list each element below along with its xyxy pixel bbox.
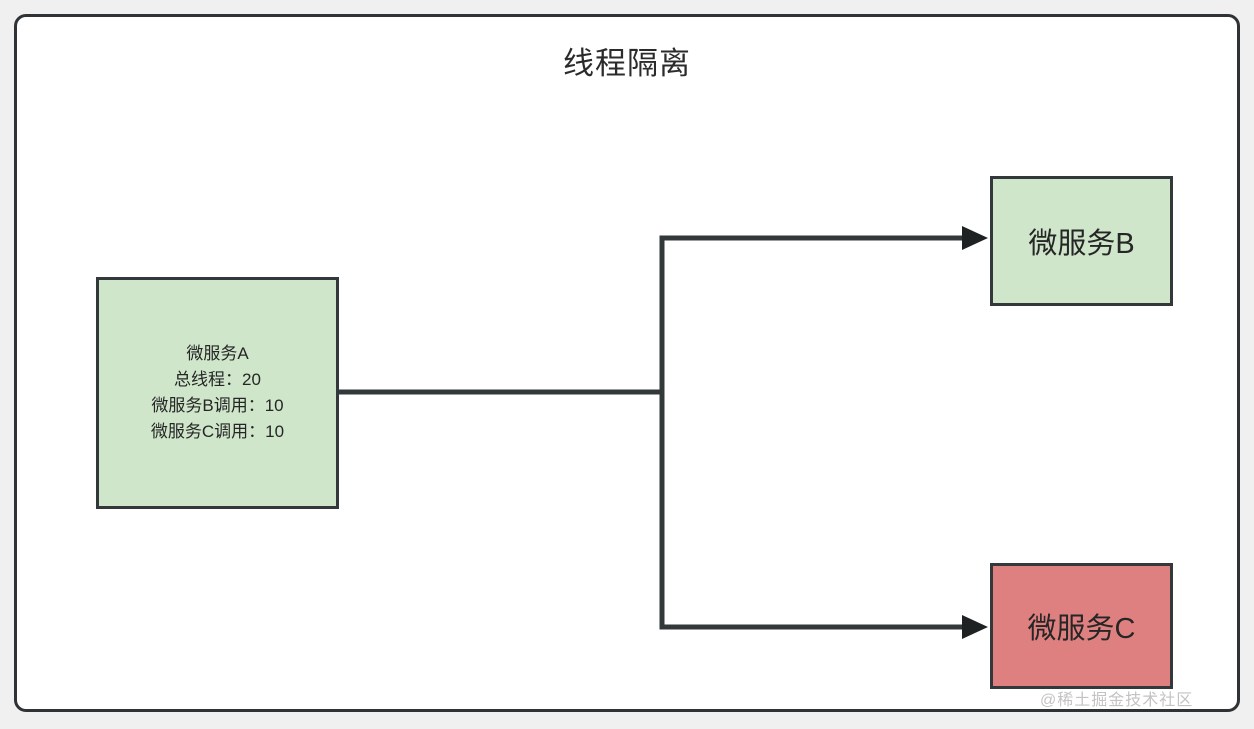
node-c-label: 微服务C xyxy=(1027,613,1136,645)
node-a-label-block: 微服务A 总线程：20 微服务B调用：10 微服务C调用：10 xyxy=(151,341,284,445)
node-a-line-1: 微服务A xyxy=(186,344,249,363)
node-microservice-c[interactable]: 微服务C xyxy=(990,563,1173,689)
node-a-line-2: 总线程：20 xyxy=(174,370,261,389)
node-b-label: 微服务B xyxy=(1028,228,1135,260)
page-title: 线程隔离 xyxy=(563,46,691,81)
node-microservice-a[interactable]: 微服务A 总线程：20 微服务B调用：10 微服务C调用：10 xyxy=(96,277,339,509)
node-a-line-3: 微服务B调用：10 xyxy=(151,396,284,415)
node-a-line-4: 微服务C调用：10 xyxy=(150,422,285,441)
node-microservice-b[interactable]: 微服务B xyxy=(990,176,1173,306)
watermark: @稀土掘金技术社区 xyxy=(1040,692,1194,709)
